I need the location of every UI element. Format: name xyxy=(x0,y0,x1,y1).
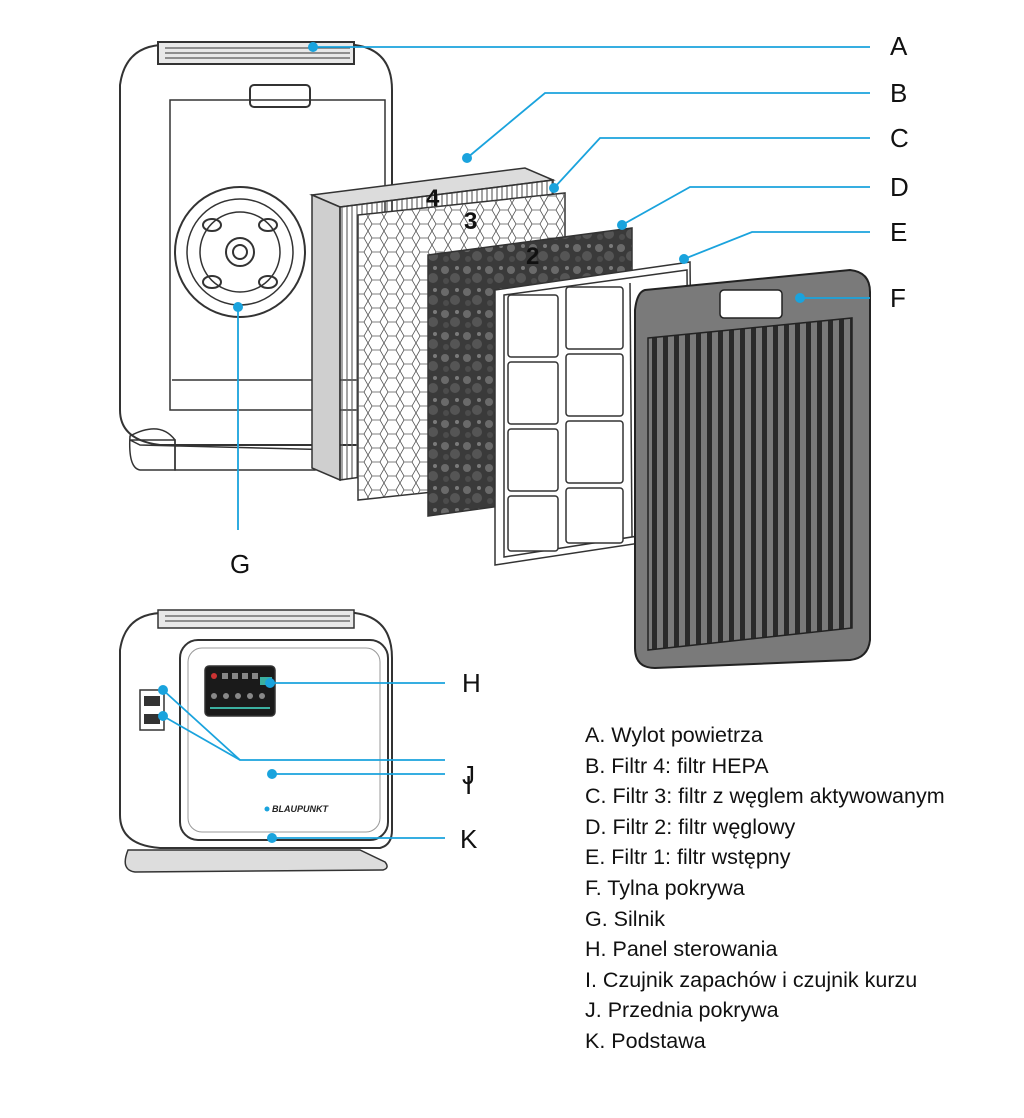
callout-b: B xyxy=(890,78,908,108)
callout-f: F xyxy=(890,283,906,313)
legend-item-a: A. Wylot powietrza xyxy=(585,723,763,747)
filter-number-2: 2 xyxy=(526,243,539,270)
legend-item-i: I. Czujnik zapachów i czujnik kurzu xyxy=(585,967,918,992)
legend-item-k: K. Podstawa xyxy=(585,1028,706,1053)
legend-item-d: D. Filtr 2: filtr węglowy xyxy=(585,814,796,839)
legend-item-f: F. Tylna pokrywa xyxy=(585,875,745,900)
leader-lines xyxy=(162,46,870,839)
callout-i: I xyxy=(465,770,473,800)
legend-item-g: G. Silnik xyxy=(585,906,666,931)
legend-item-j: J. Przednia pokrywa xyxy=(585,998,779,1023)
callout-e: E xyxy=(890,217,908,247)
rear-cover xyxy=(634,268,871,670)
callout-d: D xyxy=(890,172,909,202)
callout-j: J xyxy=(462,760,475,790)
legend-item-h: H. Panel sterowania xyxy=(585,937,778,962)
legend-item-c: C. Filtr 3: filtr z węglem aktywowanym xyxy=(585,784,945,809)
legend-item-b: B. Filtr 4: filtr HEPA xyxy=(585,753,769,778)
parts-legend: A. Wylot powietrza B. Filtr 4: filtr HEP… xyxy=(585,720,945,1057)
callout-g: G xyxy=(230,549,251,579)
filter-number-3: 3 xyxy=(464,208,477,235)
leader-dots xyxy=(158,42,805,843)
purifier-front xyxy=(119,609,393,873)
control-panel xyxy=(204,665,276,717)
callout-a: A xyxy=(890,31,908,61)
callout-c: C xyxy=(890,123,909,153)
callout-k: K xyxy=(460,824,478,854)
brand-logo: BLAUPUNKT xyxy=(272,804,329,814)
callout-h: H xyxy=(462,668,481,698)
legend-item-e: E. Filtr 1: filtr wstępny xyxy=(585,845,791,870)
filter-number-4: 4 xyxy=(426,185,440,212)
